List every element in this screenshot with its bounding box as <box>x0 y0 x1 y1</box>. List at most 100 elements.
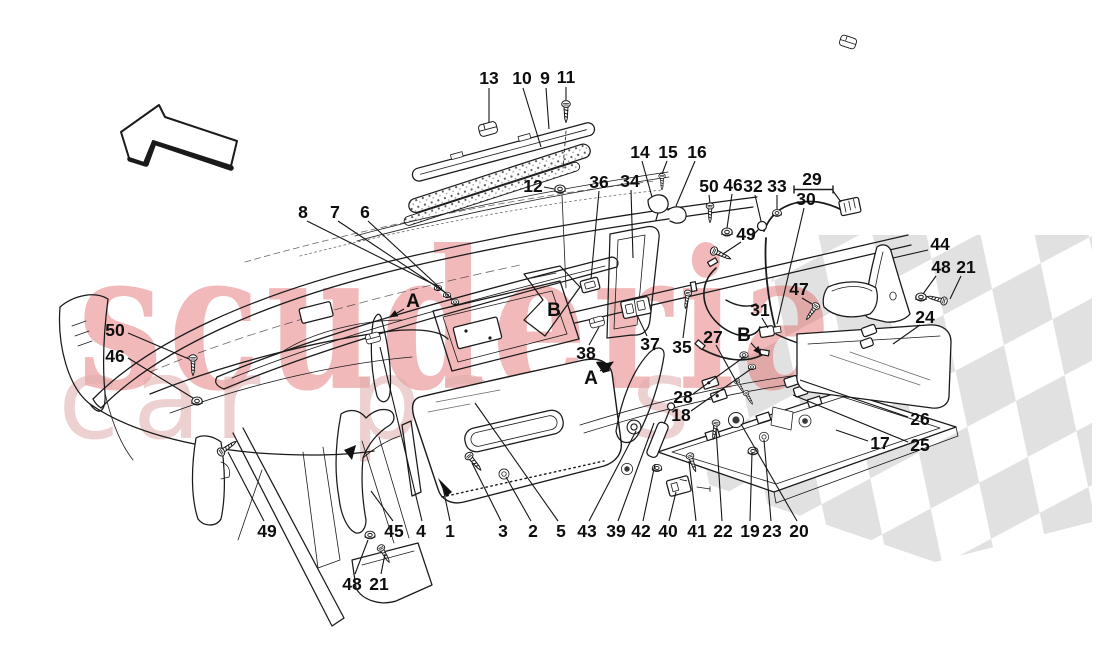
leader-17-35 <box>835 429 869 442</box>
leader-27-28 <box>715 344 738 384</box>
callout-24-25: 24 <box>915 307 935 327</box>
callout-37-30: 37 <box>640 334 659 354</box>
callout-38-31: 38 <box>576 343 596 363</box>
leader-47-23 <box>801 297 813 305</box>
leader-B-58 <box>750 342 762 355</box>
callout-6-18: 6 <box>360 202 370 222</box>
leader-32-12 <box>754 194 762 222</box>
leader-14-5 <box>641 160 653 198</box>
leader-18-33 <box>690 368 752 412</box>
leader-49-37 <box>227 451 265 522</box>
defroster-grille-rails <box>403 122 596 226</box>
leader-34-9 <box>630 189 634 259</box>
callout-21-22: 21 <box>956 257 976 277</box>
switches-and-clips <box>364 33 858 345</box>
leader-4-39 <box>379 346 423 522</box>
callout-9-2: 9 <box>540 68 550 88</box>
callout-36-8: 36 <box>589 172 609 192</box>
callout-48-21: 48 <box>931 257 951 277</box>
leader-30-15 <box>776 207 805 325</box>
callout-31-24: 31 <box>750 300 770 320</box>
leader-46-11 <box>726 193 733 229</box>
callout-A-57: A <box>584 368 598 389</box>
callout-30-15: 30 <box>796 189 816 209</box>
leader-50-26 <box>127 332 190 360</box>
leader-28-32 <box>692 356 745 395</box>
leader-50-10 <box>708 194 711 204</box>
callout-43-44: 43 <box>577 521 597 541</box>
leader-46-27 <box>127 357 194 399</box>
strut-and-latch <box>646 402 711 497</box>
leader-12-4 <box>543 186 555 190</box>
leader-6-18 <box>367 220 454 301</box>
callout-47-23: 47 <box>789 279 808 299</box>
leader-21-54 <box>380 553 386 575</box>
callout-7-17: 7 <box>330 202 340 222</box>
leader-15-6 <box>661 160 668 175</box>
leader-38-31 <box>588 326 600 346</box>
callout-50-10: 50 <box>699 176 719 196</box>
callout-44-20: 44 <box>930 234 950 254</box>
leader-24-25 <box>892 324 921 345</box>
leader-41-48 <box>688 460 697 522</box>
leader-44-20 <box>892 249 929 259</box>
callout-26-34: 26 <box>910 409 930 429</box>
callout-27-28: 27 <box>703 327 722 347</box>
leader-25-36 <box>792 394 909 443</box>
callout-21-54: 21 <box>369 574 389 594</box>
leader-42-46 <box>642 463 656 522</box>
hook-brackets <box>647 194 687 224</box>
diagram-line-art <box>58 33 959 627</box>
leader-39-45 <box>617 422 655 522</box>
leader-20-52 <box>740 423 798 522</box>
callout-B-58: B <box>737 325 751 346</box>
callout-39-45: 39 <box>606 521 626 541</box>
leader-31-24 <box>761 317 769 329</box>
callout-18-33: 18 <box>671 405 691 425</box>
leader-5-43 <box>474 402 559 522</box>
leader-21-22 <box>949 275 962 300</box>
leader-40-47 <box>668 491 677 522</box>
leader-49-19 <box>722 241 742 255</box>
leader-43-44 <box>588 430 637 522</box>
callout-35-29: 35 <box>672 337 692 357</box>
leader-29-14 <box>832 190 842 203</box>
leader-7-17 <box>337 220 447 294</box>
callout-25-36: 25 <box>910 435 930 455</box>
callout-19-50: 19 <box>740 521 760 541</box>
callout-1-40: 1 <box>445 521 455 541</box>
leader-23-51 <box>763 439 772 522</box>
leader-48-53 <box>354 539 369 575</box>
leader-8-16 <box>306 220 438 287</box>
callout-46-11: 46 <box>723 175 743 195</box>
leader-36-8 <box>590 190 600 280</box>
callout-45-38: 45 <box>384 521 404 541</box>
leader-26-34 <box>799 379 909 418</box>
callout-4-39: 4 <box>416 521 426 541</box>
leader-35-29 <box>682 299 689 339</box>
leader-A-57 <box>599 361 614 372</box>
callout-leader-lines <box>127 87 962 575</box>
leader-1-40 <box>442 487 451 522</box>
callout-B-56: B <box>547 300 561 321</box>
callout-13-0: 13 <box>479 68 499 88</box>
leader-37-30 <box>636 314 648 337</box>
leader-3-41 <box>471 462 502 522</box>
callout-10-1: 10 <box>512 68 532 88</box>
leader-48-21 <box>922 275 937 295</box>
callout-33-13: 33 <box>767 176 787 196</box>
callout-50-26: 50 <box>105 320 125 340</box>
glove-box-bin-and-panels <box>579 244 959 504</box>
callout-41-48: 41 <box>687 521 707 541</box>
fasteners <box>188 99 949 565</box>
callout-15-6: 15 <box>658 142 678 162</box>
callout-2-42: 2 <box>528 521 538 541</box>
center-trim-panels <box>370 225 665 444</box>
direction-arrow-icon <box>120 104 238 171</box>
callout-29-14: 29 <box>802 169 822 189</box>
callout-20-52: 20 <box>789 521 809 541</box>
leader-16-7 <box>675 160 696 207</box>
